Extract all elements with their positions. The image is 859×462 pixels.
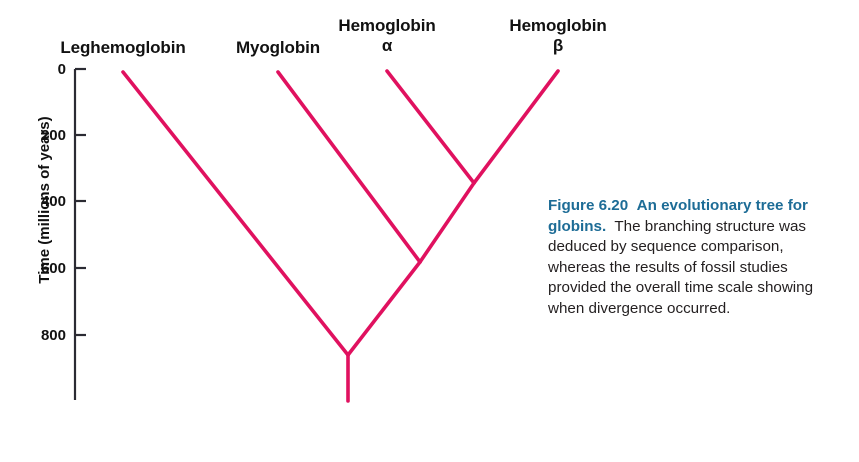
- taxon-label-leghemoglobin-line1: Leghemoglobin: [60, 38, 186, 57]
- y-axis-tick-label-0: 0: [57, 61, 66, 78]
- y-axis-tick-label-400: 400: [40, 193, 66, 210]
- taxon-label-leghemoglobin: Leghemoglobin: [28, 38, 218, 58]
- taxon-label-myoglobin-line1: Myoglobin: [235, 38, 321, 57]
- taxon-label-hemoglobin-beta-symbol: β: [552, 36, 564, 55]
- figure-caption-title: An evolutionary tree for globins.: [548, 197, 808, 235]
- y-axis-tick-label-600: 600: [40, 260, 66, 277]
- y-axis-title: Time (millions of years): [36, 116, 53, 284]
- branch-hemoglobin-ancestor: [418, 181, 476, 264]
- taxon-label-hemoglobin-alpha: Hemoglobin α: [312, 16, 462, 55]
- taxon-label-hemoglobin-beta-line1: Hemoglobin: [509, 16, 607, 35]
- y-axis-tick-label-200: 200: [40, 127, 66, 144]
- branch-leghemoglobin: [121, 70, 350, 357]
- taxon-label-hemoglobin-beta: Hemoglobin β: [483, 16, 633, 55]
- figure-caption-number: Figure 6.20: [548, 197, 629, 214]
- figure-caption: Figure 6.20 An evolutionary tree for glo…: [548, 196, 836, 320]
- y-axis-tick-label-800: 800: [40, 327, 66, 344]
- branch-hemoglobin-alpha: [385, 69, 476, 185]
- taxon-label-myoglobin: Myoglobin: [203, 38, 353, 58]
- figure-caption-text: The branching structure was deduced by s…: [548, 217, 814, 317]
- branch-myoglobin: [276, 70, 422, 264]
- branch-hemoglobin-beta: [472, 69, 560, 185]
- taxon-label-hemoglobin-alpha-line1: Hemoglobin: [338, 16, 436, 35]
- taxon-label-hemoglobin-alpha-symbol: α: [381, 36, 393, 55]
- branch-vertebrate-globin-ancestor: [346, 260, 422, 357]
